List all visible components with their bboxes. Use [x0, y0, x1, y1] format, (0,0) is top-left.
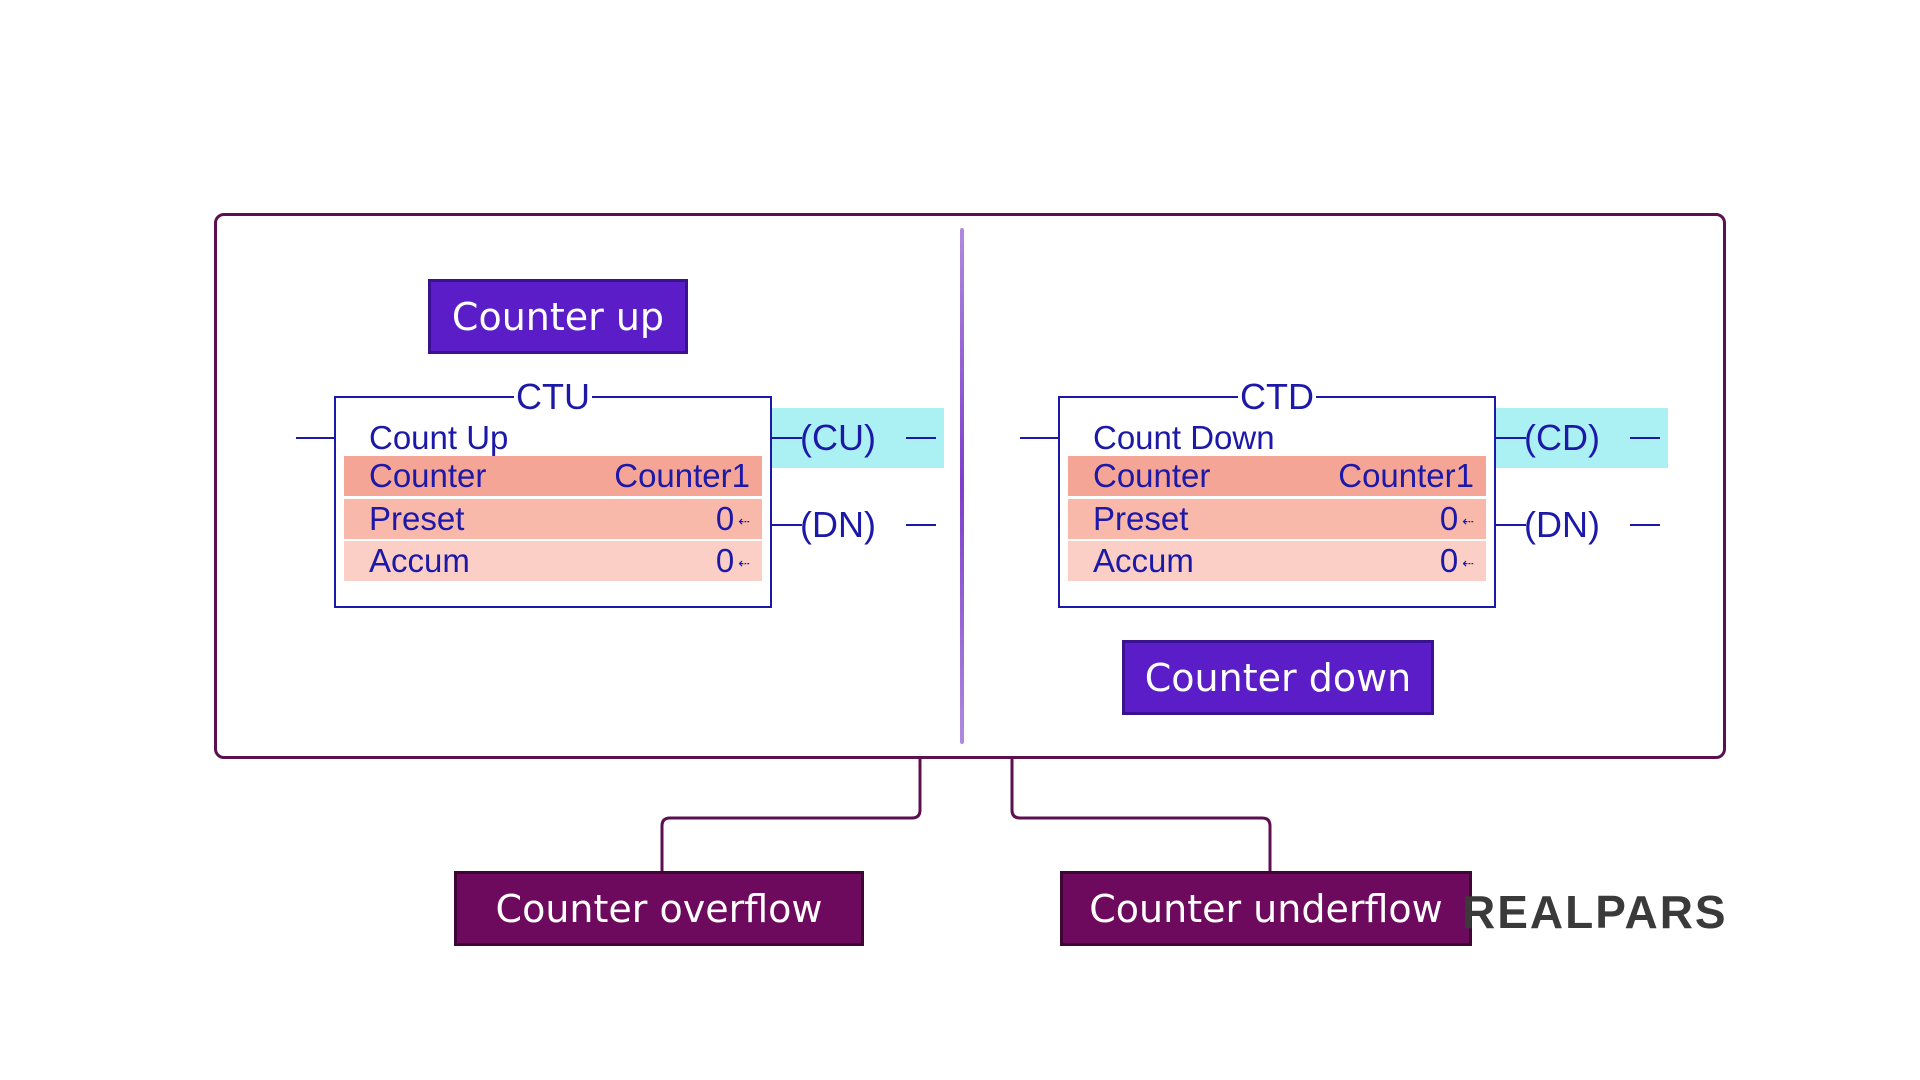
center-divider	[960, 228, 964, 744]
ctu-counter-value: Counter1	[614, 457, 750, 494]
ctu-block: CTU Count Up Counter Counter1 Preset 0⇠ …	[334, 376, 772, 608]
counter-underflow-text: Counter underflow	[1089, 886, 1443, 931]
cd-coil-wire-left	[1496, 437, 1526, 439]
ctd-counter-value: Counter1	[1338, 457, 1474, 494]
ctu-preset-row: Preset 0⇠	[344, 499, 762, 539]
ctd-accum-name: Accum	[1093, 542, 1194, 579]
dn-coil-wire-right	[906, 524, 936, 526]
ctu-title: CTU	[514, 376, 592, 417]
counter-overflow-label: Counter overflow	[454, 871, 864, 946]
counter-underflow-label: Counter underflow	[1060, 871, 1472, 946]
cd-coil-wire-right	[1630, 437, 1660, 439]
counter-up-label: Counter up	[428, 279, 688, 354]
ctd-description: Count Down	[1093, 419, 1275, 456]
cu-coil-wire-right	[906, 437, 936, 439]
realpars-logo-text: REALPARS	[1462, 888, 1728, 934]
left-arrow-icon: ⇠	[738, 554, 750, 571]
ctd-counter-row: Counter Counter1	[1068, 456, 1486, 496]
ctd-dn-coil: (DN)	[1524, 504, 1600, 545]
counter-down-text: Counter down	[1144, 655, 1412, 700]
counter-overflow-text: Counter overflow	[495, 886, 823, 931]
ctu-accum-name: Accum	[369, 542, 470, 579]
cu-coil-wire-left	[772, 437, 802, 439]
ctu-dn-coil: (DN)	[800, 504, 876, 545]
ctd-accum-value: 0	[1439, 542, 1459, 579]
ctd-counter-name: Counter	[1093, 457, 1211, 494]
ctu-accum-value: 0	[715, 542, 735, 579]
ctd-preset-name: Preset	[1093, 500, 1189, 537]
ctd-dn-wire-left	[1496, 524, 1526, 526]
left-arrow-icon: ⇠	[1462, 554, 1474, 571]
ctd-input-wire	[1020, 437, 1060, 439]
ctd-dn-coil-label: DN	[1536, 504, 1588, 545]
ctu-counter-name: Counter	[369, 457, 487, 494]
overflow-connector	[660, 759, 922, 873]
ctd-dn-wire-right	[1630, 524, 1660, 526]
cd-coil-label: CD	[1536, 417, 1588, 458]
ctu-dn-coil-label: DN	[812, 504, 864, 545]
ctu-counter-row: Counter Counter1	[344, 456, 762, 496]
left-arrow-icon: ⇠	[738, 512, 750, 529]
ctu-description: Count Up	[369, 419, 509, 456]
cd-coil: (CD)	[1524, 417, 1600, 458]
ctd-preset-value: 0	[1439, 500, 1459, 537]
realpars-logo: REALPARS	[1462, 888, 1728, 934]
underflow-connector	[1010, 759, 1272, 873]
cu-coil-label: CU	[812, 417, 864, 458]
ctd-accum-row: Accum 0⇠	[1068, 541, 1486, 581]
ctd-preset-row: Preset 0⇠	[1068, 499, 1486, 539]
cu-coil: (CU)	[800, 417, 876, 458]
ctu-input-wire	[296, 437, 336, 439]
ctu-accum-row: Accum 0⇠	[344, 541, 762, 581]
dn-coil-wire-left	[772, 524, 802, 526]
ctd-title: CTD	[1238, 376, 1316, 417]
counter-up-text: Counter up	[451, 294, 665, 339]
ctd-block: CTD Count Down Counter Counter1 Preset 0…	[1058, 376, 1496, 608]
ctu-preset-name: Preset	[369, 500, 465, 537]
left-arrow-icon: ⇠	[1462, 512, 1474, 529]
counter-down-label: Counter down	[1122, 640, 1434, 715]
ctu-preset-value: 0	[715, 500, 735, 537]
diagram-frame	[214, 213, 1726, 759]
